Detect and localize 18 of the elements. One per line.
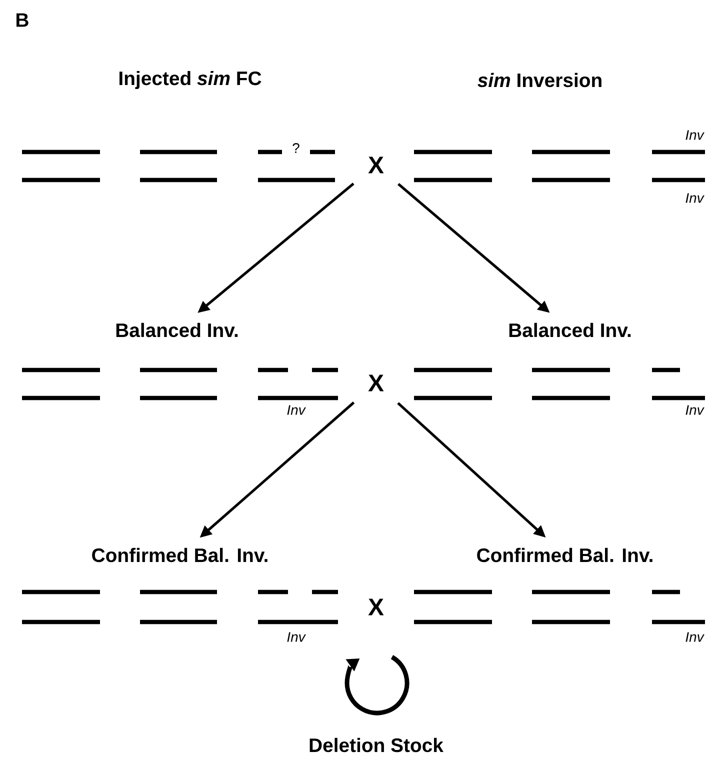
genotype-heading: Balanced Inv. bbox=[509, 322, 631, 338]
heading: sim Inversion bbox=[478, 72, 602, 88]
genotype-heading: Confirmed Bal. Inv. bbox=[477, 548, 652, 562]
cross-symbol: X bbox=[368, 374, 384, 392]
cross-symbol: X bbox=[368, 156, 384, 174]
inversion-label: Inv bbox=[686, 130, 704, 140]
inversion-label: Inv bbox=[686, 193, 704, 203]
inversion-label: Inv bbox=[287, 632, 306, 642]
genotype-heading: Confirmed Bal. Inv. bbox=[92, 548, 268, 562]
cross-symbol: X bbox=[368, 598, 384, 616]
genotype-heading: Balanced Inv. bbox=[116, 322, 238, 338]
result-label: Deletion Stock bbox=[310, 738, 444, 752]
question-mark: ? bbox=[292, 143, 300, 153]
heading: Injected sim FC bbox=[120, 70, 262, 90]
inversion-label: Inv bbox=[686, 405, 704, 415]
panel-letter: B bbox=[16, 13, 28, 27]
inversion-label: Inv bbox=[686, 632, 704, 642]
inversion-label: Inv bbox=[287, 405, 306, 415]
